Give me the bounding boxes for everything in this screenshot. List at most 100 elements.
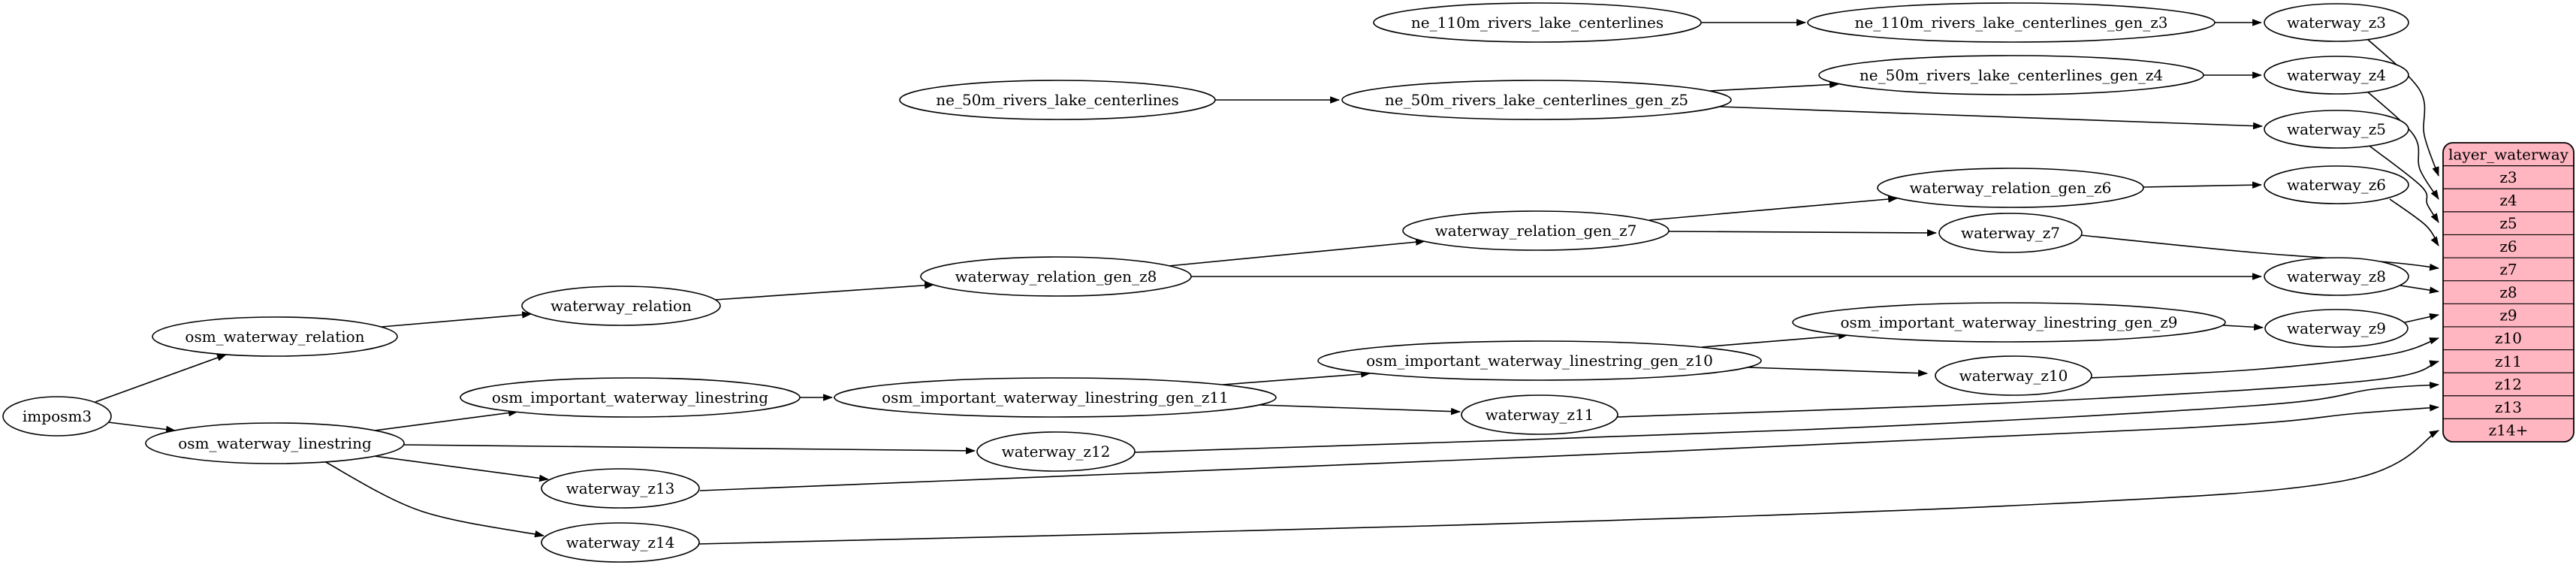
node-waterway_z6: waterway_z6 [2264,165,2409,204]
node-waterway_z10: waterway_z10 [1935,355,2092,396]
node-waterway_z9: waterway_z9 [2264,309,2409,348]
node-ne_110m_rivers_lake_centerlines: ne_110m_rivers_lake_centerlines [1373,2,1702,43]
edge-waterway_relation_gen_z7-to-waterway_z7 [1668,229,1938,237]
node-osm_important_waterway_linestring: osm_important_waterway_linestring [460,377,801,418]
record-row-z13: z13 [2495,398,2522,416]
node-shape-osm_waterway_linestring [145,422,405,464]
edge-waterway_z10-to-record-row-z10 [2090,337,2440,379]
record-row-z5: z5 [2499,214,2517,232]
node-label-imposm3: imposm3 [23,407,92,425]
edge-osm_waterway_linestring-to-waterway_z12 [403,444,976,455]
edge-waterway_z8-to-record-row-z8 [2400,285,2440,294]
edge-osm_waterway_linestring-to-waterway_z13 [373,455,550,482]
node-shape-osm_important_waterway_linestring_gen_z11 [834,377,1277,418]
node-label-waterway_z4: waterway_z4 [2287,66,2386,84]
node-shape-imposm3 [2,396,112,437]
edge-waterway_z5-to-record-row-z5 [2366,144,2439,223]
node-osm_important_waterway_linestring_gen_z10: osm_important_waterway_linestring_gen_z1… [1317,340,1762,381]
edges-layer [95,19,2440,545]
node-label-waterway_z5: waterway_z5 [2287,120,2386,138]
node-ne_110m_rivers_lake_centerlines_gen_z3: ne_110m_rivers_lake_centerlines_gen_z3 [1807,2,2216,43]
record-box [2442,142,2574,443]
edge-ne_50m_rivers_lake_centerlines_gen_z5-to-waterway_z5 [1719,106,2264,130]
node-waterway_z3: waterway_z3 [2264,3,2409,42]
record-row-z14+: z14+ [2489,421,2529,440]
node-waterway_z14: waterway_z14 [541,522,700,563]
node-label-waterway_z9: waterway_z9 [2287,319,2386,337]
node-waterway_relation_gen_z6: waterway_relation_gen_z6 [1877,168,2144,208]
edge-osm_important_waterway_linestring_gen_z10-to-waterway_z10 [1748,367,1929,377]
node-osm_waterway_relation: osm_waterway_relation [152,316,398,357]
node-osm_important_waterway_linestring_gen_z11: osm_important_waterway_linestring_gen_z1… [834,377,1277,418]
node-shape-osm_important_waterway_linestring_gen_z10 [1317,340,1762,381]
node-shape-waterway_z7 [1938,213,2083,253]
node-label-ne_50m_rivers_lake_centerlines: ne_50m_rivers_lake_centerlines [936,91,1178,109]
node-label-osm_important_waterway_linestring_gen_z11: osm_important_waterway_linestring_gen_z1… [882,388,1229,406]
edge-waterway_z12-to-record-row-z12 [1134,382,2440,453]
node-shape-ne_110m_rivers_lake_centerlines_gen_z3 [1807,2,2216,43]
node-label-waterway_z12: waterway_z12 [1002,443,1111,461]
node-shape-ne_50m_rivers_lake_centerlines [899,80,1216,120]
node-osm_waterway_linestring: osm_waterway_linestring [145,422,405,464]
node-shape-osm_important_waterway_linestring_gen_z9 [1792,302,2226,343]
edge-osm_waterway_relation-to-waterway_relation [381,311,532,328]
record-row-z8: z8 [2499,283,2517,301]
node-label-osm_important_waterway_linestring: osm_important_waterway_linestring [492,388,768,406]
edge-imposm3-to-osm_waterway_linestring [107,421,176,434]
node-waterway_z7: waterway_z7 [1938,213,2083,253]
node-ne_50m_rivers_lake_centerlines: ne_50m_rivers_lake_centerlines [899,80,1216,120]
node-label-osm_waterway_linestring: osm_waterway_linestring [178,434,372,452]
record-row-z4: z4 [2499,192,2517,210]
node-waterway_z13: waterway_z13 [541,468,700,509]
record-row-z12: z12 [2495,375,2522,393]
record-layer: layer_waterwayz3z4z5z6z7z8z9z10z11z12z13… [2442,142,2574,443]
record-row-z6: z6 [2499,237,2517,255]
node-shape-waterway_z6 [2264,165,2409,204]
node-shape-waterway_z14 [541,522,700,563]
node-shape-waterway_z4 [2264,56,2409,95]
edge-waterway_relation_gen_z7-to-waterway_relation_gen_z6 [1648,195,1899,221]
node-label-waterway_z14: waterway_z14 [566,533,675,551]
node-imposm3: imposm3 [2,396,112,437]
node-shape-waterway_z10 [1935,355,2092,396]
node-shape-waterway_relation_gen_z7 [1402,210,1670,251]
node-label-waterway_z8: waterway_z8 [2287,267,2386,286]
node-waterway_relation: waterway_relation [521,286,721,326]
node-label-ne_110m_rivers_lake_centerlines_gen_z3: ne_110m_rivers_lake_centerlines_gen_z3 [1855,14,2168,32]
record-row-z10: z10 [2495,329,2522,347]
node-label-waterway_z3: waterway_z3 [2287,14,2386,32]
node-waterway_z8: waterway_z8 [2264,257,2409,296]
edge-waterway_relation_gen_z8-to-waterway_relation_gen_z7 [1168,238,1426,267]
record-row-z11: z11 [2495,352,2522,370]
record-row-z7: z7 [2499,260,2517,278]
node-label-osm_important_waterway_linestring_gen_z9: osm_important_waterway_linestring_gen_z9 [1841,313,2178,331]
edge-osm_waterway_linestring-to-waterway_z14 [322,460,545,538]
node-shape-ne_110m_rivers_lake_centerlines [1373,2,1702,43]
node-label-waterway_relation_gen_z8: waterway_relation_gen_z8 [955,267,1157,286]
node-shape-waterway_relation [521,286,721,326]
edge-osm_important_waterway_linestring_gen_z11-to-osm_important_waterway_linestring_gen_z10 [1222,370,1371,385]
edge-osm_waterway_linestring-to-osm_important_waterway_linestring [374,409,519,431]
node-label-waterway_z7: waterway_z7 [1961,224,2060,242]
node-label-ne_50m_rivers_lake_centerlines_gen_z5: ne_50m_rivers_lake_centerlines_gen_z5 [1385,91,1688,109]
edge-osm_important_waterway_linestring_gen_z9-to-waterway_z9 [2222,323,2264,331]
node-waterway_z5: waterway_z5 [2264,110,2409,149]
record-row-z9: z9 [2499,307,2517,325]
edge-waterway_z14-to-record-row-z14+ [698,430,2439,545]
node-shape-waterway_z5 [2264,110,2409,149]
node-osm_important_waterway_linestring_gen_z9: osm_important_waterway_linestring_gen_z9 [1792,302,2226,343]
record-row-z3: z3 [2499,168,2517,186]
edge-osm_important_waterway_linestring_gen_z10-to-osm_important_waterway_linestring_gen_z9 [1701,332,1849,348]
edge-waterway_z7-to-record-row-z7 [2080,234,2440,271]
edge-waterway_z13-to-record-row-z13 [699,404,2440,491]
node-waterway_relation_gen_z8: waterway_relation_gen_z8 [920,256,1192,297]
edge-waterway_z6-to-record-row-z6 [2389,198,2439,246]
node-label-osm_important_waterway_linestring_gen_z10: osm_important_waterway_linestring_gen_z1… [1366,352,1713,370]
edge-waterway_relation_gen_z6-to-waterway_z6 [2143,181,2263,189]
edge-osm_important_waterway_linestring_gen_z11-to-waterway_z11 [1259,404,1461,415]
record-layer-waterway: layer_waterwayz3z4z5z6z7z8z9z10z11z12z13… [2442,142,2574,443]
node-ne_50m_rivers_lake_centerlines_gen_z5: ne_50m_rivers_lake_centerlines_gen_z5 [1341,80,1732,120]
node-waterway_z4: waterway_z4 [2264,56,2409,95]
node-waterway_relation_gen_z7: waterway_relation_gen_z7 [1402,210,1670,251]
